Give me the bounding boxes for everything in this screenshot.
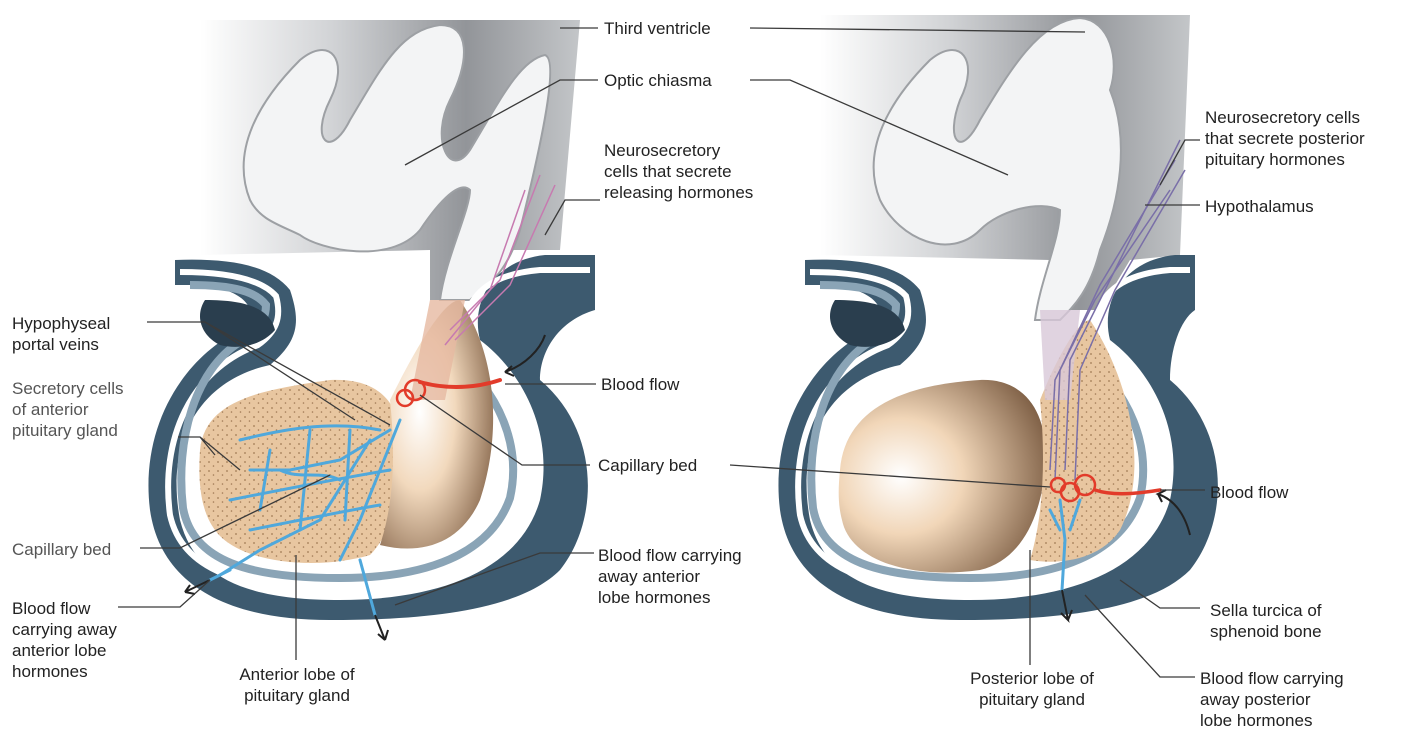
label-hypothalamus: Hypothalamus [1205,196,1314,217]
right-panel [778,15,1217,620]
label-optic-chiasma: Optic chiasma [604,70,712,91]
anterior-lobe-right [839,380,1046,573]
label-blood-flow-right: Blood flow [1210,482,1288,503]
label-blood-flow-away-posterior: Blood flow carrying away posterior lobe … [1200,668,1344,731]
anterior-lobe-left [199,380,401,563]
label-blood-flow-left: Blood flow [601,374,679,395]
label-secretory-cells: Secretory cells of anterior pituitary gl… [12,378,123,441]
label-neurosecretory-releasing: Neurosecretory cells that secrete releas… [604,140,753,203]
label-blood-flow-away-anterior-left: Blood flow carrying away anterior lobe h… [12,598,117,682]
label-capillary-bed-center: Capillary bed [598,455,697,476]
label-posterior-lobe: Posterior lobe of pituitary gland [952,668,1112,710]
label-blood-flow-away-anterior-center: Blood flow carrying away anterior lobe h… [598,545,742,608]
label-anterior-lobe: Anterior lobe of pituitary gland [222,664,372,706]
label-hypophyseal-portal-veins: Hypophyseal portal veins [12,313,110,355]
label-third-ventricle: Third ventricle [604,18,711,39]
label-capillary-bed-left: Capillary bed [12,539,111,560]
left-panel [148,20,595,640]
label-neurosecretory-posterior: Neurosecretory cells that secrete poster… [1205,107,1365,170]
label-sella-turcica: Sella turcica of sphenoid bone [1210,600,1322,642]
